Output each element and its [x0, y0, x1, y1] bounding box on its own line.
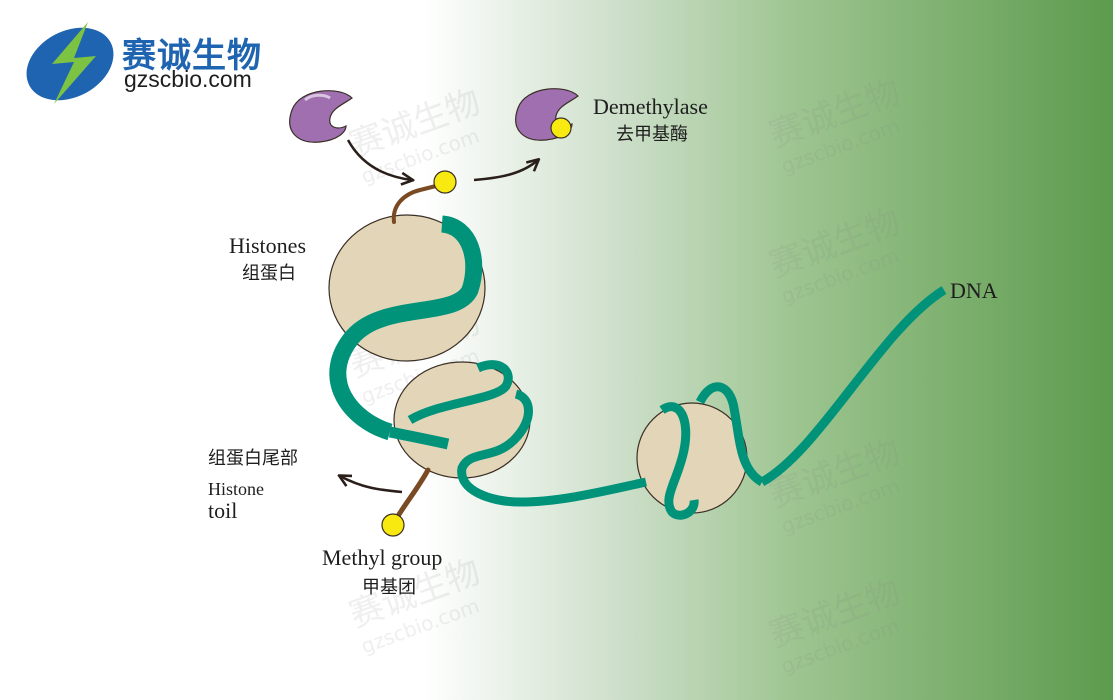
- arrow-enzyme-approach: [346, 139, 412, 180]
- brand-name-cn: 赛诚生物: [122, 36, 262, 76]
- label-histones-cn: 组蛋白: [242, 263, 296, 284]
- demethylase-enzyme-free: [289, 90, 353, 143]
- arrow-tail-label: [340, 476, 403, 494]
- label-methyl-group-en: Methyl group: [322, 545, 443, 570]
- logo-icon: [26, 22, 114, 104]
- label-histone-tail-en-2: toil: [208, 498, 238, 523]
- methyl-group-bottom: [381, 513, 405, 537]
- dna-strand: [329, 215, 947, 520]
- label-histone-tail-cn: 组蛋白尾部: [208, 448, 298, 469]
- histone-tail-bottom: [395, 467, 431, 519]
- brand-domain: gzscbio.com: [124, 66, 252, 92]
- label-histone-tail-en-1: Histone: [208, 479, 264, 499]
- demethylase-enzyme-bound: [515, 88, 579, 141]
- histone-core-right: [636, 402, 748, 514]
- label-histones-en: Histones: [229, 233, 306, 258]
- label-methyl-group-cn: 甲基团: [362, 577, 416, 598]
- methyl-group-top: [433, 170, 457, 194]
- label-demethylase-cn: 去甲基酶: [616, 124, 688, 145]
- histone-tail-top: [391, 184, 438, 224]
- arrow-enzyme-release: [473, 160, 538, 182]
- label-demethylase-en: Demethylase: [593, 94, 708, 119]
- label-dna: DNA: [950, 278, 998, 303]
